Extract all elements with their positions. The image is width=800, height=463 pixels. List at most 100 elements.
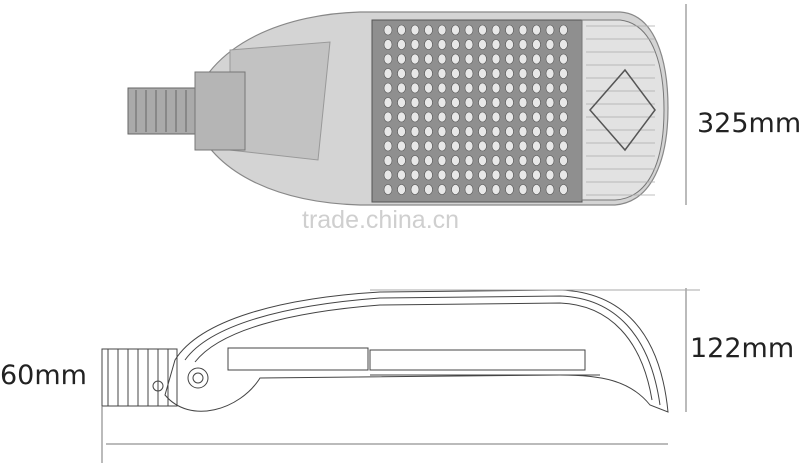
led (424, 39, 433, 50)
led (464, 111, 474, 123)
led (383, 53, 393, 65)
led (532, 184, 541, 195)
led (532, 53, 541, 65)
led (410, 169, 420, 181)
led (478, 155, 487, 166)
side-view (101, 289, 669, 413)
led (478, 24, 487, 36)
led (545, 169, 555, 181)
led (383, 140, 393, 152)
led (437, 39, 447, 50)
led (518, 140, 528, 152)
led (464, 97, 474, 108)
led (424, 169, 433, 181)
led (478, 39, 487, 50)
led (451, 82, 460, 94)
led (451, 68, 460, 79)
led (491, 155, 501, 166)
led (478, 82, 487, 94)
led (491, 82, 501, 94)
led (518, 126, 528, 137)
led (559, 39, 568, 50)
led (383, 155, 393, 166)
led (451, 24, 460, 36)
led (545, 24, 555, 36)
led (464, 126, 474, 137)
led (397, 53, 406, 65)
led (464, 184, 474, 195)
led (464, 68, 474, 79)
led (559, 111, 568, 123)
led (545, 82, 555, 94)
led (491, 126, 501, 137)
led (464, 169, 474, 181)
led (424, 68, 433, 79)
led (464, 39, 474, 50)
led (532, 155, 541, 166)
led (518, 68, 528, 79)
led (410, 24, 420, 36)
hinge-inner (192, 372, 204, 384)
led (451, 126, 460, 137)
led (559, 97, 568, 108)
pivot-circle (152, 380, 164, 392)
led (532, 39, 541, 50)
led (532, 140, 541, 152)
led-array (383, 24, 568, 195)
led (491, 184, 501, 195)
led (464, 155, 474, 166)
led (424, 24, 433, 36)
led (397, 82, 406, 94)
led (424, 184, 433, 195)
led (545, 53, 555, 65)
led (383, 68, 393, 79)
led (464, 140, 474, 152)
pole-mount (127, 87, 197, 135)
led (437, 169, 447, 181)
led (437, 140, 447, 152)
led (505, 155, 514, 166)
led (464, 82, 474, 94)
led (397, 169, 406, 181)
led (505, 39, 514, 50)
led (545, 111, 555, 123)
watermark: trade.china.cn (302, 206, 460, 234)
led (437, 111, 447, 123)
led (424, 97, 433, 108)
led (451, 53, 460, 65)
led (545, 140, 555, 152)
led (518, 82, 528, 94)
led (383, 169, 393, 181)
led (410, 82, 420, 94)
led (451, 184, 460, 195)
led (383, 184, 393, 195)
led (518, 184, 528, 195)
led (478, 97, 487, 108)
led (491, 97, 501, 108)
led (478, 169, 487, 181)
led (424, 53, 433, 65)
frame-rail (369, 349, 586, 371)
led (410, 126, 420, 137)
led (397, 126, 406, 137)
pole-clamp-side (101, 348, 178, 407)
led (559, 82, 568, 94)
led (397, 111, 406, 123)
led (491, 111, 501, 123)
led (532, 97, 541, 108)
led (397, 68, 406, 79)
led (383, 97, 393, 108)
led (491, 68, 501, 79)
led (437, 184, 447, 195)
led (410, 68, 420, 79)
led (545, 184, 555, 195)
led (383, 82, 393, 94)
led (383, 126, 393, 137)
led (424, 111, 433, 123)
led (383, 39, 393, 50)
led (451, 169, 460, 181)
led (437, 53, 447, 65)
led (545, 97, 555, 108)
led (559, 68, 568, 79)
